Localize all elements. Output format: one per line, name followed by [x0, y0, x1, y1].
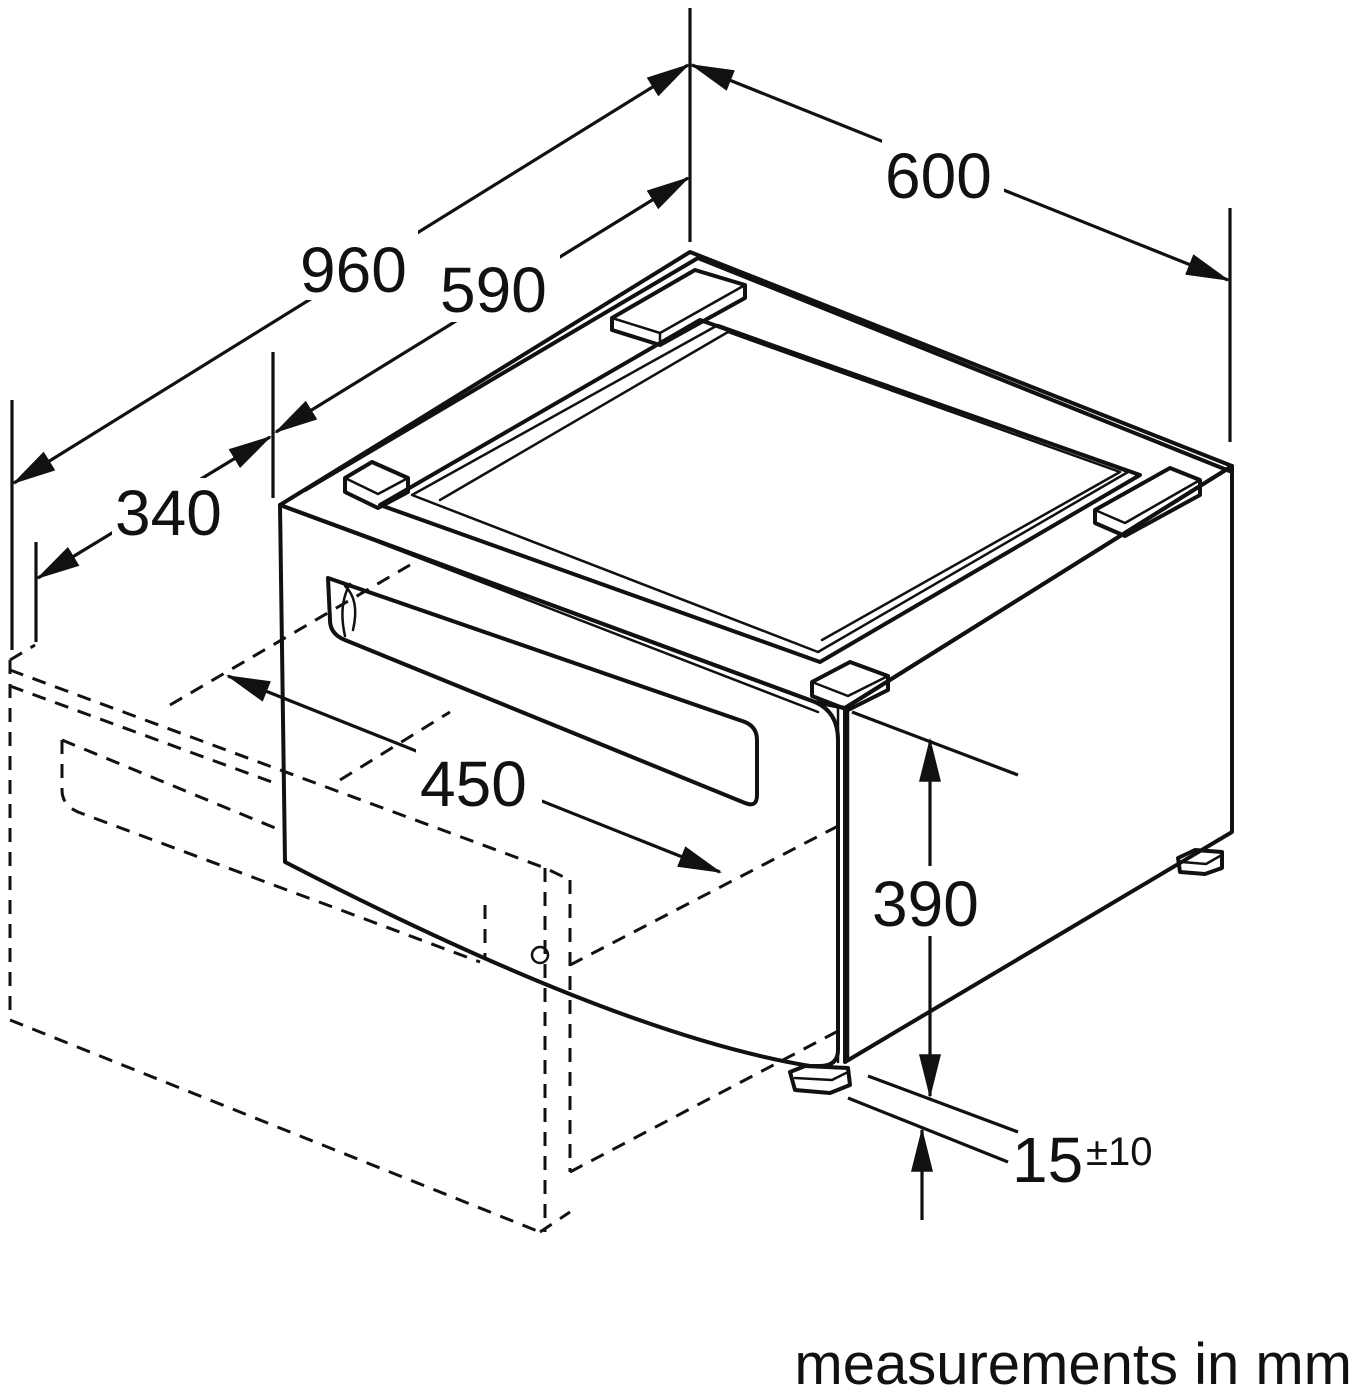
- label-450: 450: [420, 748, 527, 820]
- label-15: 15: [1012, 1124, 1083, 1196]
- units-note: measurements in mm: [794, 1332, 1352, 1392]
- label-600: 600: [885, 140, 992, 212]
- label-340: 340: [115, 477, 222, 549]
- dimension-labels: 960 590 600 340 450 390 15 ±10: [112, 138, 1152, 1196]
- pedestal-body: [278, 250, 1234, 1095]
- label-960: 960: [300, 234, 407, 306]
- label-tolerance: ±10: [1086, 1130, 1152, 1174]
- label-590: 590: [440, 254, 547, 326]
- label-390: 390: [872, 868, 979, 940]
- dimension-lines: [10, 8, 1232, 1220]
